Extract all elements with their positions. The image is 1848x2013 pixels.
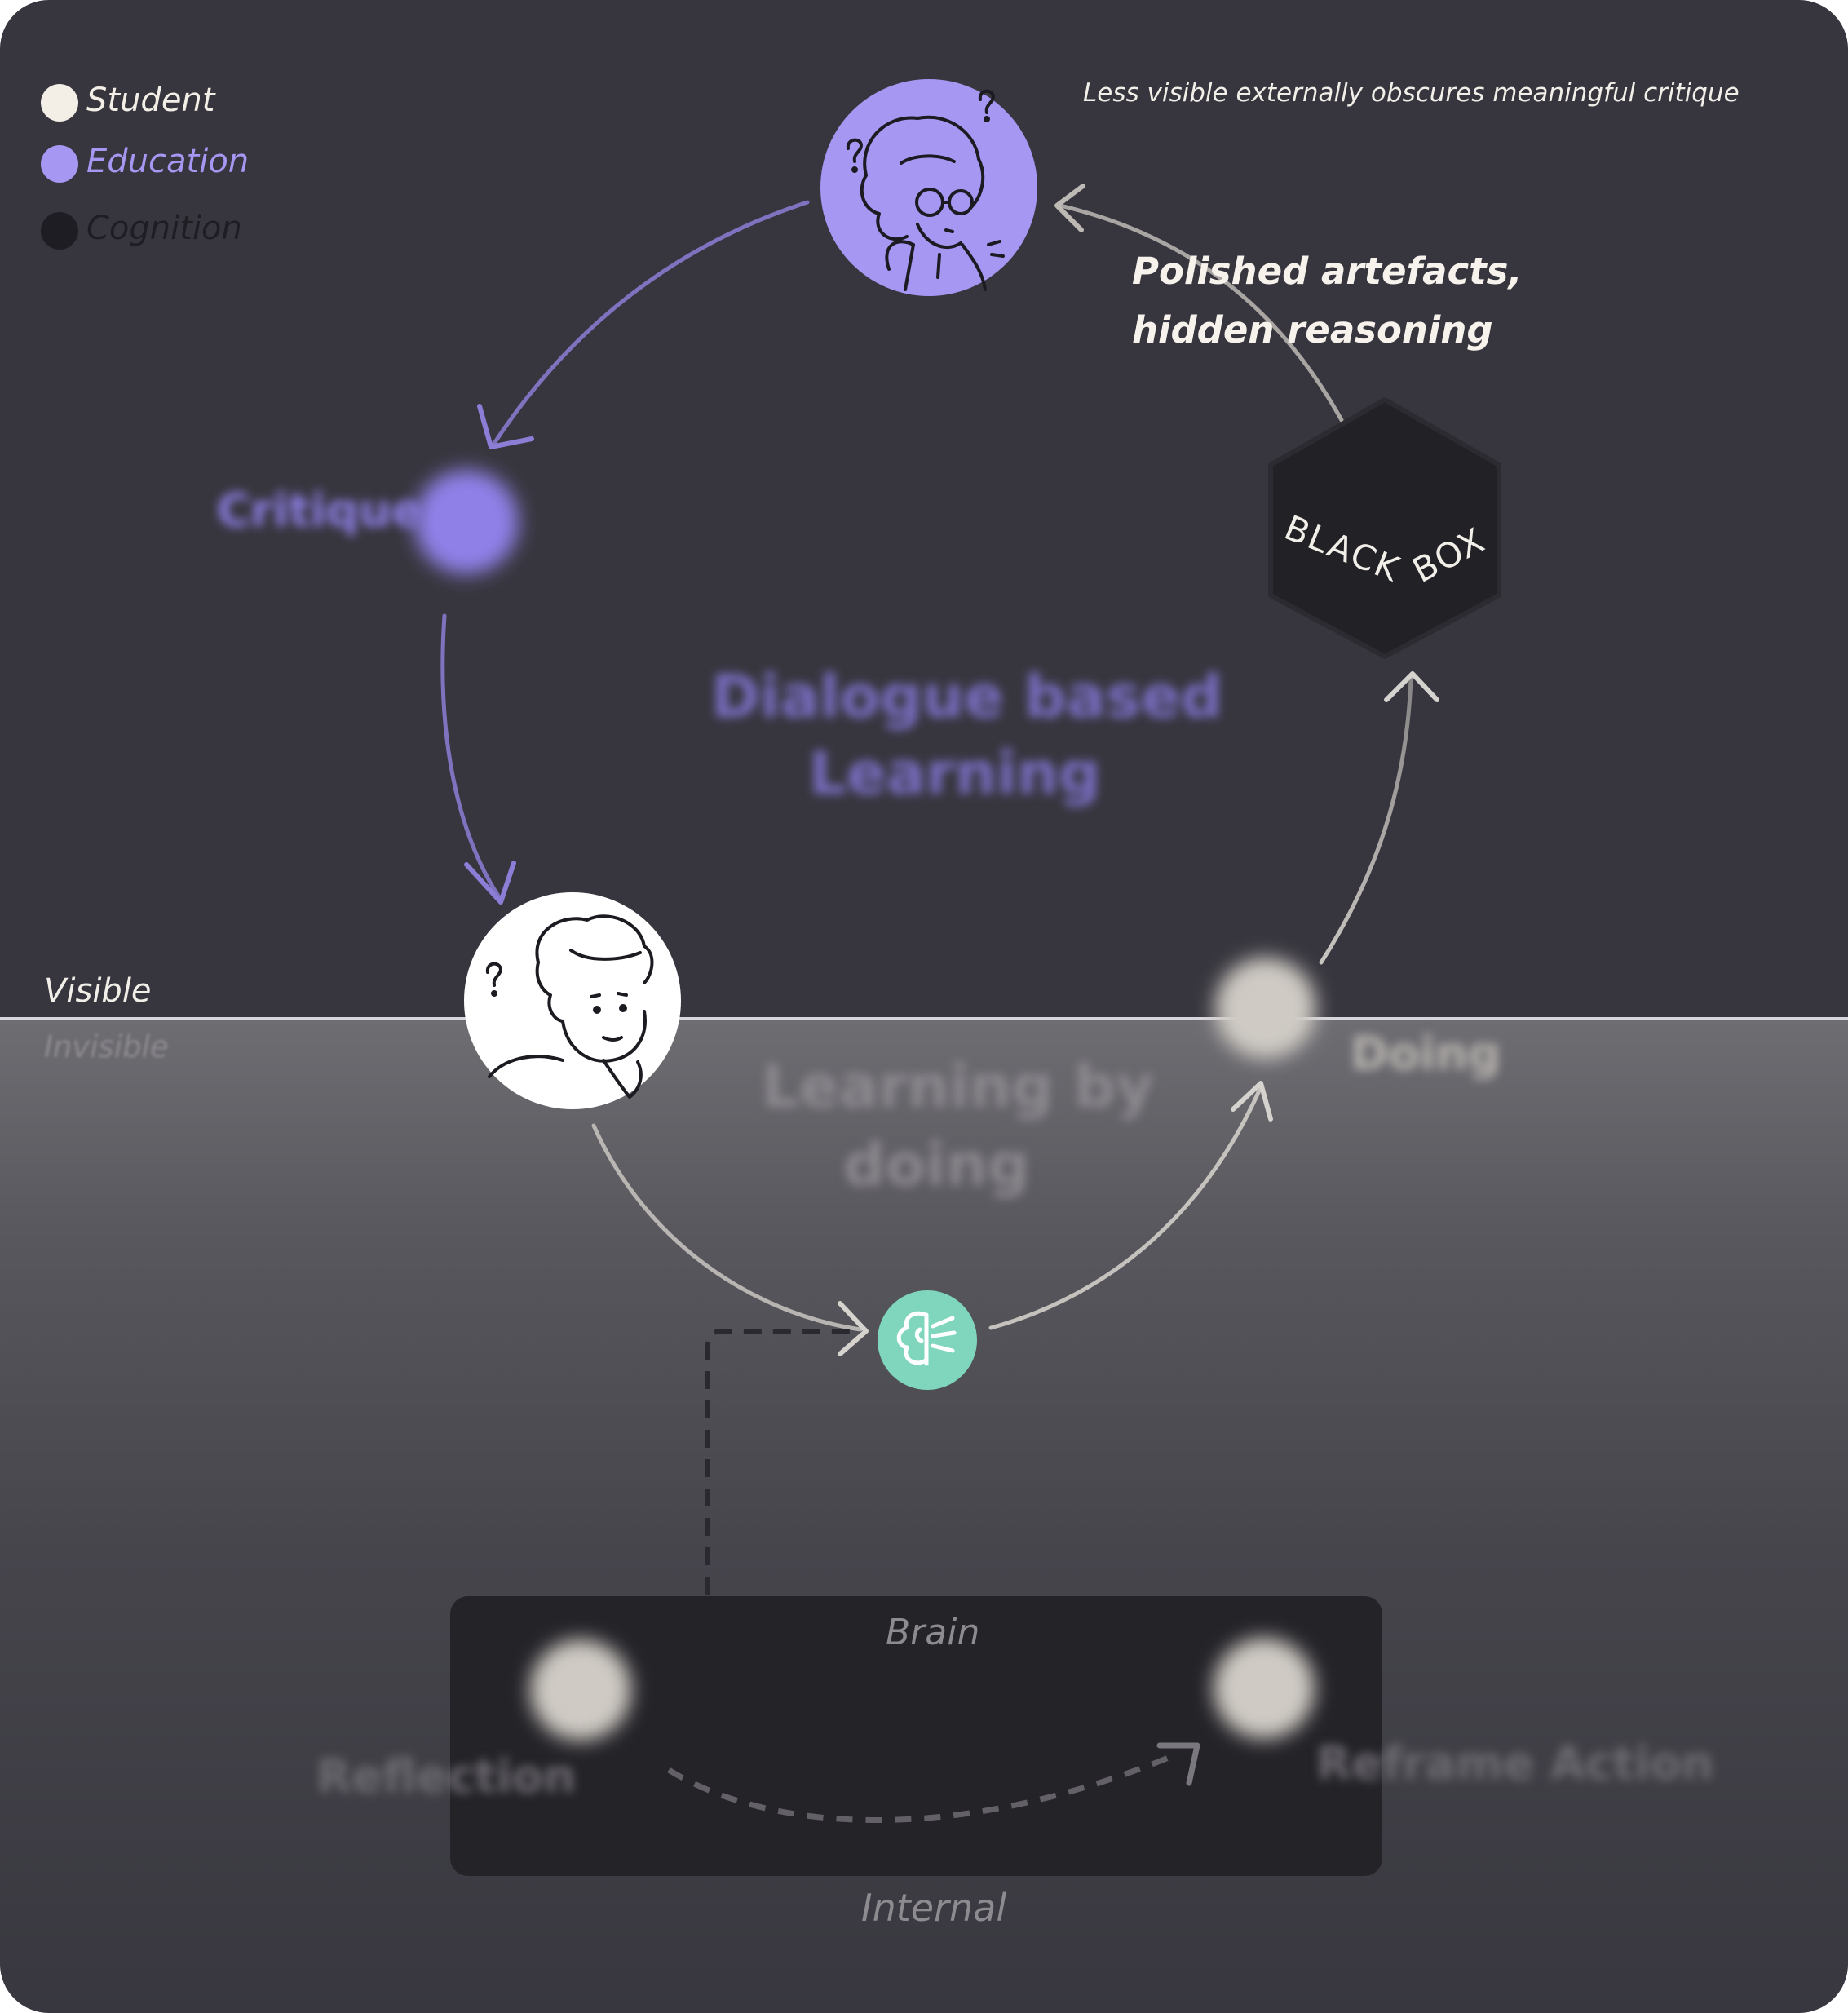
arrowhead-teacher [1054,184,1085,232]
annotation-polished-1: Polished artefacts, [1132,250,1523,293]
brain-box-caption: Internal [861,1886,1007,1930]
arc-brain-to-doing [988,1086,1262,1330]
student-avatar-icon [485,914,654,1099]
arrowhead-brain [838,1301,869,1356]
label-invisible: Invisible [44,1029,169,1064]
label-reframe-action: Reframe Action [1316,1737,1714,1790]
loop-dialogue-line2: Learning [809,739,1101,807]
reframe-action-node [1214,1638,1315,1739]
annotation-top-note: Less visible externally obscures meaning… [1083,78,1740,108]
arc-critique-to-student [440,613,502,900]
arrowhead-blackbox [1384,671,1439,702]
dashed-arc-reflection-to-reframe [667,1752,1176,1823]
critique-node [414,470,519,574]
annotation-polished-2: hidden reasoning [1132,308,1493,352]
label-visible: Visible [44,972,152,1010]
arc-doing-to-blackbox [1319,676,1413,965]
brain-box-title: Brain [886,1612,980,1653]
loop-doing-line1: Learning by [762,1052,1155,1121]
label-reflection: Reflection [316,1750,577,1803]
brain-box [450,1596,1382,1876]
teacher-avatar-icon [846,89,1005,291]
visibility-divider [0,1017,1848,1020]
legend-label-education: Education [86,143,250,180]
black-box-hexagon [1268,397,1501,659]
arc-teacher-to-critique [491,200,810,447]
legend-swatch-education [41,145,78,183]
doing-node [1215,958,1316,1059]
arrowhead-student [464,861,516,905]
loop-dialogue-line1: Dialogue based [711,662,1223,731]
arc-blackbox-to-teacher [1058,203,1344,423]
reflection-node [530,1639,631,1741]
arrowhead-reframe [1156,1742,1200,1786]
dashed-connector-brain [705,1329,855,1595]
loop-doing-line2: doing [843,1130,1030,1199]
arc-student-to-brain [591,1123,863,1332]
brain-icon [896,1311,957,1366]
legend-swatch-student [41,84,78,122]
legend-swatch-cognition [41,212,78,250]
arrowhead-critique [477,404,534,449]
legend-label-student: Student [86,82,215,119]
label-doing: Doing [1351,1028,1501,1081]
arrowhead-doing [1231,1081,1273,1122]
legend-label-cognition: Cognition [86,210,242,247]
label-critique: Critique [217,484,422,538]
